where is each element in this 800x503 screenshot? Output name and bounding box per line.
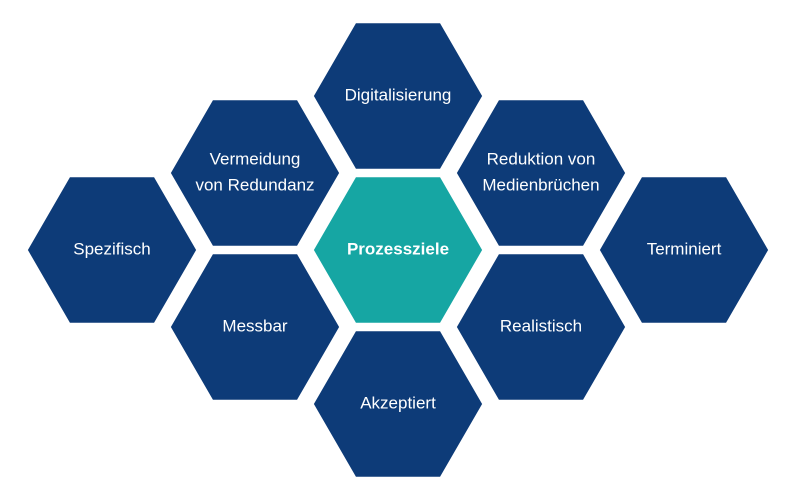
goal-hexagon-vermeidung-von-redundanz: Vermeidung von Redundanz xyxy=(165,95,345,251)
goal-hexagon-vermeidung-von-redundanz-label: von Redundanz xyxy=(195,175,314,194)
goal-hexagon-realistisch: Realistisch xyxy=(451,249,631,405)
center-hexagon-prozessziele-shape xyxy=(308,172,488,328)
goal-hexagon-reduktion-von-medienbruechen-shape xyxy=(451,95,631,251)
goal-hexagon-messbar-shape xyxy=(165,249,345,405)
goal-hexagon-terminiert-label: Terminiert xyxy=(647,239,722,258)
goal-hexagon-akzeptiert-shape xyxy=(308,326,488,482)
goal-hexagon-vermeidung-von-redundanz-shape xyxy=(165,95,345,251)
goal-hexagon-akzeptiert: Akzeptiert xyxy=(308,326,488,482)
goal-hexagon-terminiert-shape xyxy=(594,172,774,328)
goal-hexagon-digitalisierung: Digitalisierung xyxy=(308,18,488,174)
center-hexagon-prozessziele-label: Prozessziele xyxy=(347,239,449,258)
goal-hexagon-spezifisch-shape xyxy=(22,172,202,328)
goal-hexagon-digitalisierung-shape xyxy=(308,18,488,174)
goal-hexagon-messbar: Messbar xyxy=(165,249,345,405)
goal-hexagon-spezifisch-label: Spezifisch xyxy=(73,239,150,258)
goal-hexagon-akzeptiert-label: Akzeptiert xyxy=(360,393,436,412)
goal-hexagon-vermeidung-von-redundanz-label: Vermeidung xyxy=(210,149,301,168)
center-hexagon-prozessziele: Prozessziele xyxy=(308,172,488,328)
goal-hexagon-reduktion-von-medienbruechen-label: Reduktion von xyxy=(487,149,596,168)
goal-hexagon-realistisch-shape xyxy=(451,249,631,405)
goal-hexagon-messbar-label: Messbar xyxy=(222,316,288,335)
goal-hexagon-reduktion-von-medienbruechen-label: Medienbrüchen xyxy=(482,175,599,194)
goal-hexagon-digitalisierung-label: Digitalisierung xyxy=(345,85,452,104)
goal-hexagon-spezifisch: Spezifisch xyxy=(22,172,202,328)
goal-hexagon-realistisch-label: Realistisch xyxy=(500,316,582,335)
goal-hexagon-terminiert: Terminiert xyxy=(594,172,774,328)
